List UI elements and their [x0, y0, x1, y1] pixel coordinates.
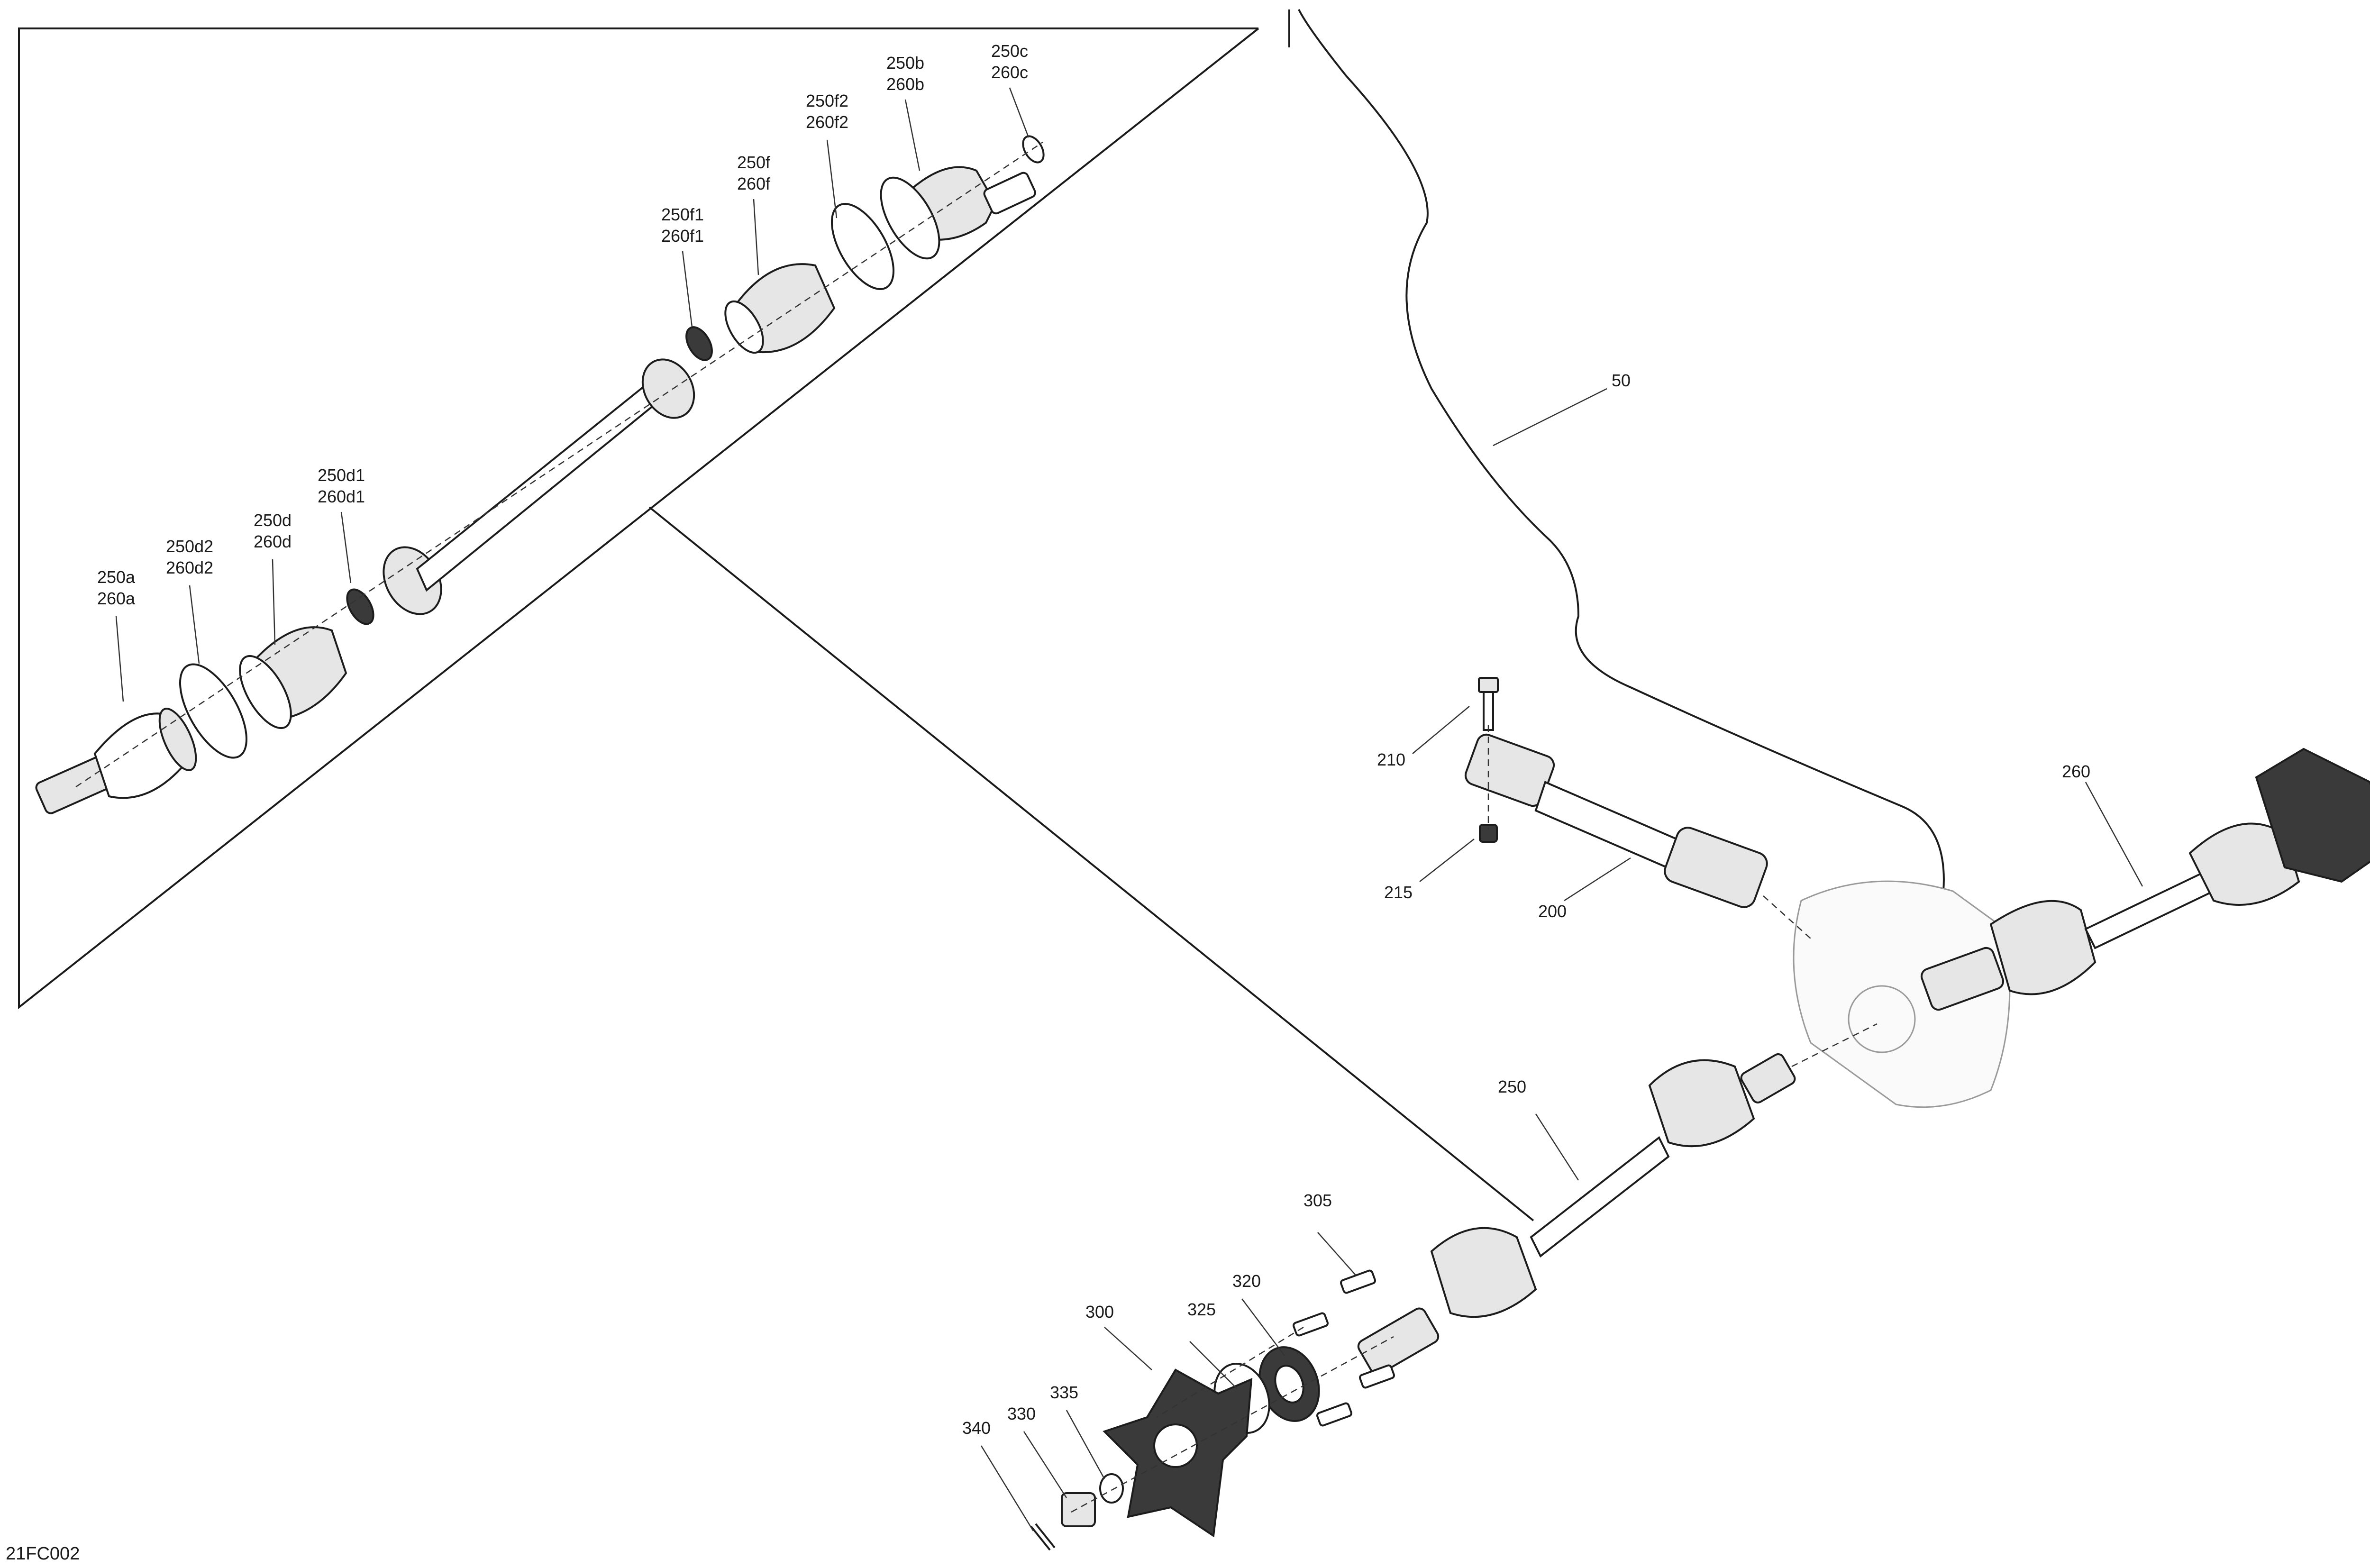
outer-cv-joint-250a	[35, 708, 197, 814]
callout-260d: 260d	[254, 532, 292, 551]
nut-330	[1061, 1492, 1096, 1527]
screw-305-d	[1316, 1402, 1352, 1427]
bearing-320	[1258, 1346, 1320, 1422]
small-clamp-250f1	[685, 326, 713, 361]
callout-335: 335	[1050, 1383, 1078, 1402]
callout-250f1: 250f1	[661, 205, 704, 224]
inner-cv-housing-250b	[880, 166, 1036, 260]
callout-250: 250	[1498, 1077, 1526, 1096]
screw-305-b	[1293, 1312, 1329, 1337]
callout-250c: 250c	[991, 41, 1028, 61]
bolt-210	[1478, 677, 1499, 731]
clamp-ring-250d2	[179, 663, 247, 759]
callout-260d1: 260d1	[318, 487, 365, 506]
callout-260f: 260f	[737, 174, 771, 193]
inset-connector-line	[648, 506, 1534, 1222]
cotter-pin-340	[1030, 1523, 1056, 1551]
callout-250b: 250b	[886, 53, 924, 73]
figure-code: 21FC002	[6, 1544, 80, 1564]
callout-250d1: 250d1	[318, 465, 365, 485]
hub-parts	[1030, 1269, 1395, 1551]
callout-325: 325	[1187, 1300, 1216, 1319]
callout-260c: 260c	[991, 63, 1028, 82]
callout-300: 300	[1085, 1302, 1114, 1322]
inset-frame	[18, 27, 1259, 1010]
callout-labels: 250a 260a 250d2 260d2 250d 260d 250d1 26…	[97, 41, 2090, 1438]
callout-215: 215	[1384, 883, 1413, 902]
callout-260a: 260a	[97, 589, 136, 608]
callout-250d2: 250d2	[166, 537, 213, 556]
callout-260b: 260b	[886, 74, 924, 94]
callout-260d2: 260d2	[166, 558, 213, 577]
breather-hose-50	[1288, 9, 1945, 963]
callout-260f2: 260f2	[806, 112, 848, 132]
circlip-250c	[1022, 135, 1045, 164]
callout-260f1: 260f1	[661, 226, 704, 246]
washer-335	[1099, 1473, 1124, 1504]
shaft-and-joint	[383, 358, 695, 615]
drive-shaft-250	[1357, 1053, 1796, 1376]
small-clamp-250d1	[346, 588, 374, 625]
callout-250f: 250f	[737, 153, 771, 172]
front-differential-ghost	[1793, 880, 2011, 1108]
callout-330: 330	[1007, 1404, 1036, 1423]
callout-340: 340	[962, 1418, 991, 1438]
wheel-hub-300	[1103, 1368, 1253, 1538]
leader-lines	[115, 87, 2143, 1532]
callout-260: 260	[2062, 762, 2090, 781]
callout-320: 320	[1232, 1271, 1261, 1291]
boot-250d	[239, 626, 347, 729]
nut-215	[1479, 824, 1498, 843]
drive-shaft-260	[1920, 748, 2370, 1011]
callout-305: 305	[1304, 1191, 1332, 1210]
boot-250f	[724, 263, 836, 354]
screw-305-c	[1359, 1364, 1395, 1389]
screw-305	[1340, 1269, 1376, 1294]
callout-210: 210	[1377, 750, 1405, 769]
callout-250a: 250a	[97, 567, 136, 587]
callout-50: 50	[1612, 371, 1631, 390]
alignment-lines	[75, 141, 1878, 1513]
callout-250f2: 250f2	[806, 91, 848, 110]
clamp-ring-250f2	[830, 203, 895, 290]
callout-250d: 250d	[254, 511, 292, 530]
propeller-shaft-200	[1464, 733, 1768, 908]
inset-drive-shaft	[35, 135, 1045, 814]
callout-200: 200	[1538, 902, 1567, 921]
detail-inset	[18, 27, 1534, 1222]
